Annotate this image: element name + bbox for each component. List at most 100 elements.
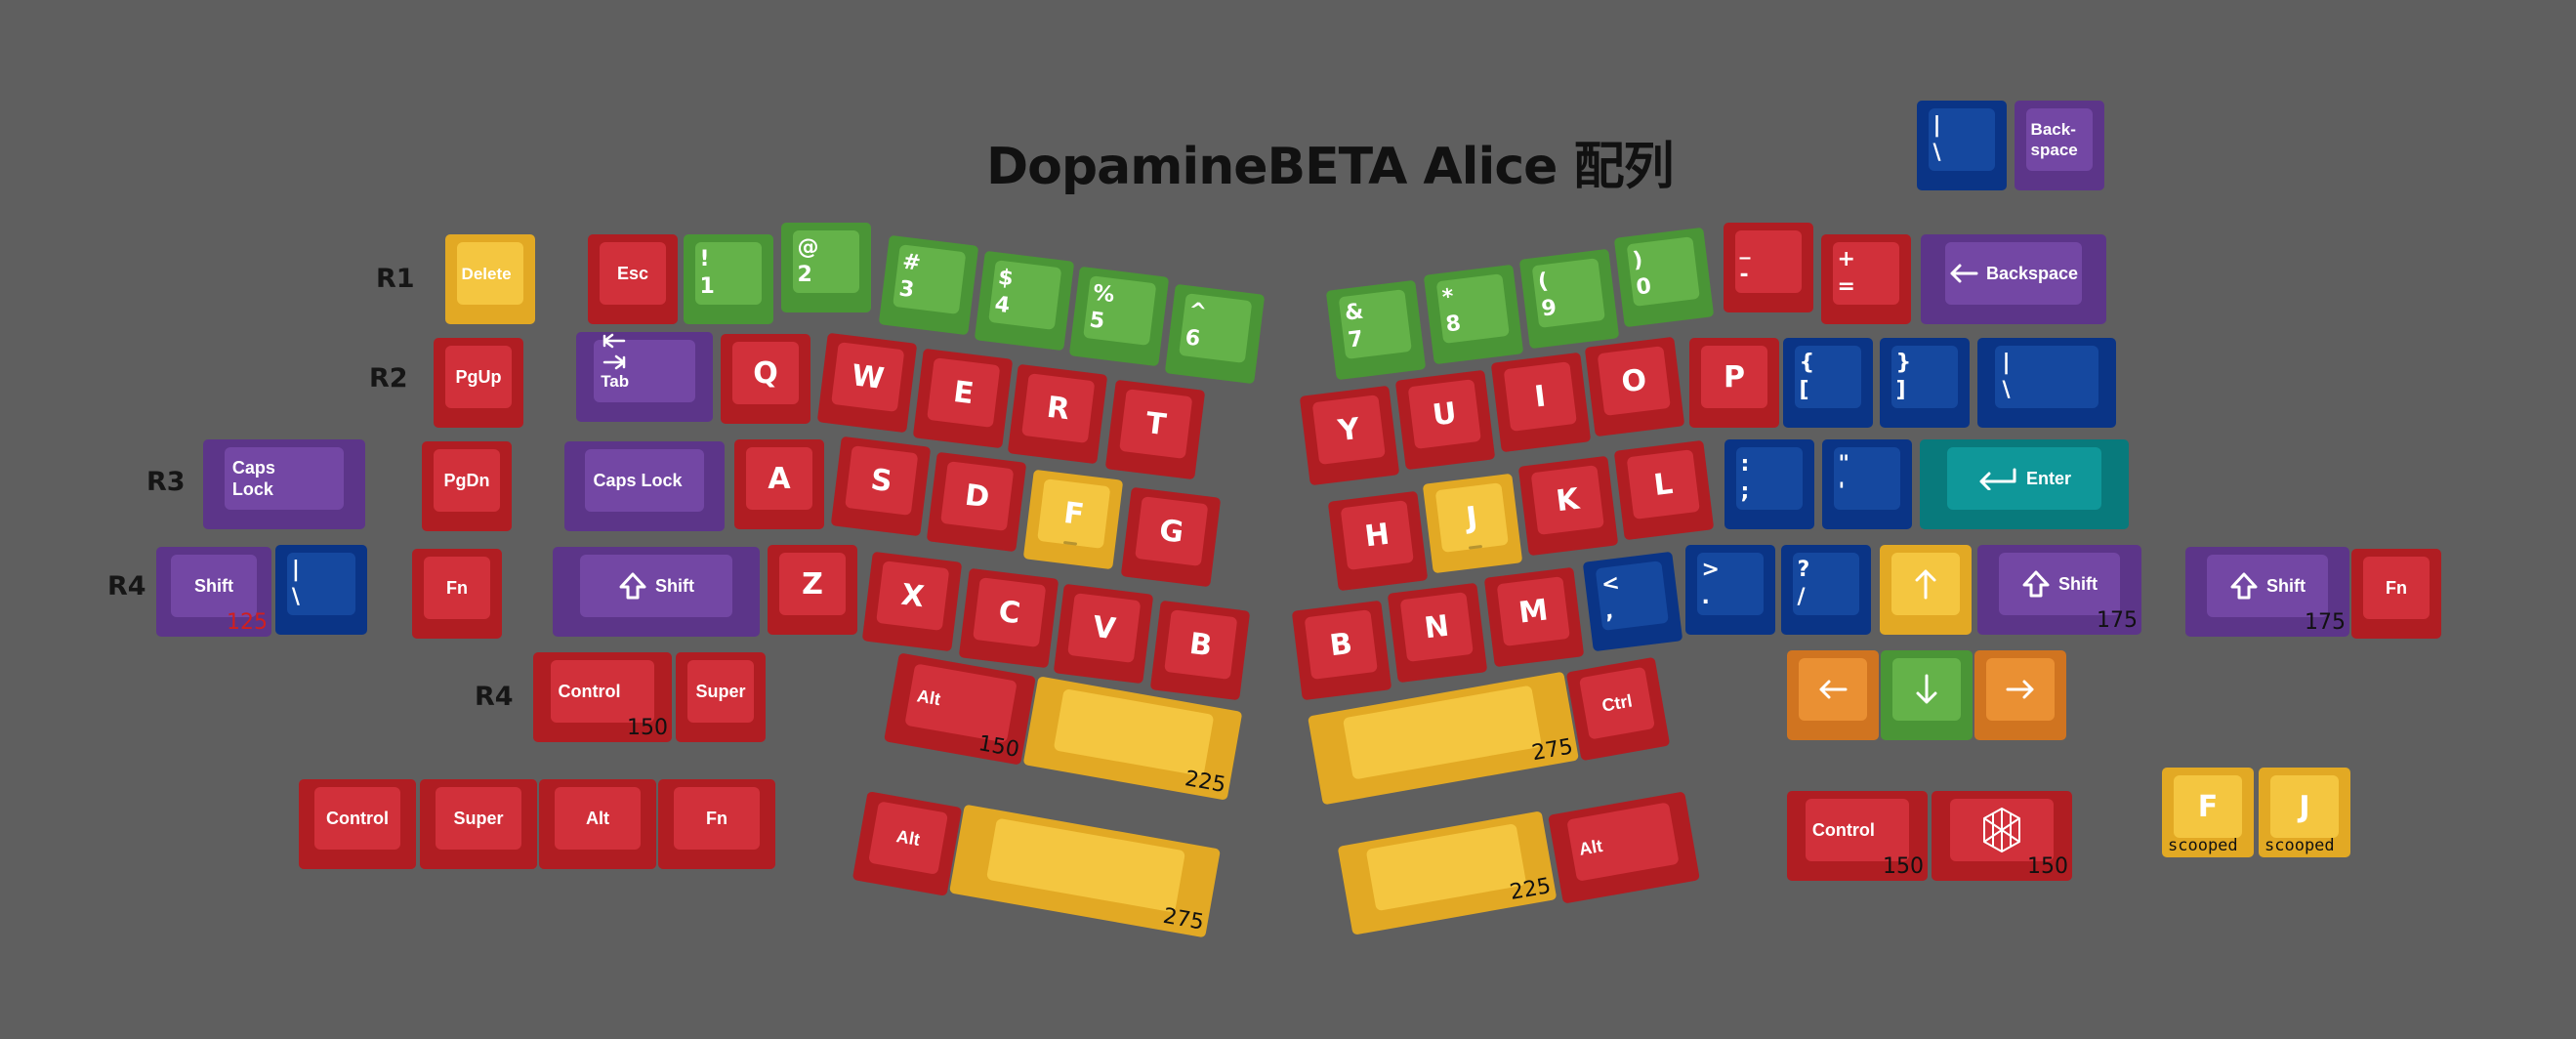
row-label-r1: R1 xyxy=(376,264,415,294)
keycap-r: R xyxy=(1007,363,1108,465)
keycap-legend: Enter xyxy=(2025,469,2071,489)
scooped-label: scooped xyxy=(2168,836,2238,855)
keycap-legend: R xyxy=(1045,390,1072,428)
keycap-u: U xyxy=(1394,369,1496,471)
keycap-x: X xyxy=(861,551,963,652)
keycap-legend: A xyxy=(768,461,791,496)
keycap-legend: Alt xyxy=(894,826,922,851)
keycap-legend: < , xyxy=(1600,570,1622,625)
arrow-down-icon xyxy=(1914,673,1939,706)
keycap-legend: { [ xyxy=(1799,350,1815,403)
keycap-caps-lock: Caps Lock xyxy=(564,441,725,531)
keycap-blank: 225 xyxy=(1337,810,1558,935)
keycap--8: * 8 xyxy=(1423,264,1524,365)
keycap-arrow-left-icon xyxy=(1787,650,1879,740)
keycap-top xyxy=(686,660,755,723)
keycap-top xyxy=(423,557,491,619)
keycap-legend: Esc xyxy=(616,264,649,284)
keycap-l: L xyxy=(1613,439,1715,541)
keycap-legend: ! 1 xyxy=(699,246,715,300)
keycap-backspace: Backspace xyxy=(1921,234,2106,324)
keycap-legend: D xyxy=(963,478,992,516)
keycap-legend: I xyxy=(1532,379,1548,415)
keycap-top xyxy=(585,449,704,512)
keycap-top xyxy=(1794,346,1862,408)
keycap-control: Control xyxy=(299,779,416,869)
keycap-legend: Ctrl xyxy=(1600,690,1634,716)
keycap-legend: " ' xyxy=(1838,451,1850,505)
keycap--6: ^ 6 xyxy=(1164,283,1266,385)
keycap-top xyxy=(745,447,813,510)
keycap-c: C xyxy=(958,567,1059,669)
keycap-top xyxy=(1833,447,1901,510)
keycap-top xyxy=(433,449,501,512)
page-title: DopamineBETA Alice 配列 xyxy=(986,138,1675,196)
row-label-r3: R3 xyxy=(146,467,186,497)
keycap-ctrl: Ctrl xyxy=(1565,656,1671,762)
keycap-legend: F xyxy=(2197,789,2219,824)
keycap-fn: Fn xyxy=(2351,549,2441,639)
keycap-legend: + = xyxy=(1837,246,1855,300)
keycap-size-label: 175 xyxy=(2305,610,2346,635)
scooped-label: scooped xyxy=(2264,836,2335,855)
keycap-top xyxy=(2270,775,2339,838)
keycap-q: Q xyxy=(721,334,810,424)
keycap-top xyxy=(456,242,524,305)
keycap-fn: Fn xyxy=(412,549,502,639)
keycap-legend: @ 2 xyxy=(797,234,819,288)
keycap-f: F xyxy=(1022,469,1124,570)
keycap-legend: ^ 6 xyxy=(1184,298,1209,353)
keycap-top xyxy=(435,787,522,850)
keycap-legend: | \ xyxy=(1932,112,1941,166)
keycap-legend: Shift xyxy=(2266,576,2306,597)
keycap-: " ' xyxy=(1822,439,1912,529)
keycap-shift: Shift xyxy=(553,547,760,637)
keycap-top xyxy=(1832,242,1900,305)
keycap-legend: Alt xyxy=(586,809,609,829)
keycap-top xyxy=(224,447,345,510)
keycap-esc: Esc xyxy=(588,234,678,324)
keycap-legend: F xyxy=(1061,495,1087,532)
keycap-legend: PgUp xyxy=(455,367,502,388)
keycap-legend: > . xyxy=(1701,557,1720,610)
keycap-top xyxy=(444,346,513,408)
keycap-top xyxy=(2362,557,2431,619)
keycap-top xyxy=(554,787,642,850)
row-label-r4: R4 xyxy=(107,571,146,602)
keycap-: } ] xyxy=(1880,338,1970,428)
keycap-g: G xyxy=(1120,486,1222,588)
keycap-b: B xyxy=(1149,600,1251,701)
keycap-cube-logo-icon: 150 xyxy=(1932,791,2072,881)
keycap-top xyxy=(551,660,654,723)
keycap-caps-lock: Caps Lock xyxy=(203,439,365,529)
keycap-m: M xyxy=(1483,566,1585,668)
keycap-legend: B xyxy=(1187,626,1215,664)
keycap-top xyxy=(313,787,401,850)
keycap-top xyxy=(673,787,761,850)
keycap--5: % 5 xyxy=(1068,266,1170,367)
keycap-top xyxy=(1928,108,1996,171)
keycap-top xyxy=(1735,447,1804,510)
keycap-legend: G xyxy=(1157,513,1186,551)
keycap-top xyxy=(1890,346,1959,408)
keycap-v: V xyxy=(1053,583,1154,685)
keycap-top xyxy=(171,555,257,617)
keycap-legend: Q xyxy=(753,355,778,391)
keycap-legend: Caps Lock xyxy=(231,457,275,500)
keycap-o: O xyxy=(1584,336,1685,437)
keycap-legend: Alt xyxy=(1577,836,1604,860)
keycap-legend: S xyxy=(868,462,894,499)
shift-icon xyxy=(618,571,647,601)
keycap-legend: V xyxy=(1091,609,1118,647)
row-label-r4-bottom: R4 xyxy=(475,682,514,712)
keycap--9: ( 9 xyxy=(1518,248,1620,350)
keycap-y: Y xyxy=(1299,385,1400,486)
keycap-: > . xyxy=(1685,545,1775,635)
keycap-legend: M xyxy=(1517,593,1551,631)
keycap-legend: E xyxy=(951,374,976,411)
keycap-legend: Alt xyxy=(915,686,942,710)
arrow-left-icon xyxy=(1949,263,1978,284)
